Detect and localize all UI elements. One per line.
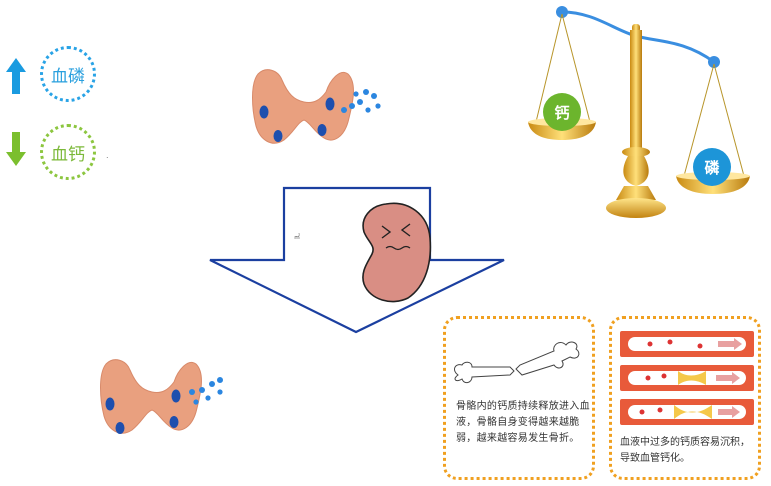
phosphorus-weight: 磷 — [693, 148, 731, 186]
phosphorus-weight-label: 磷 — [704, 158, 720, 177]
parathyroid-gland-bottom — [100, 359, 223, 434]
phosphorus-indicator: 血磷 — [40, 46, 96, 102]
arrow-down-icon — [6, 132, 26, 166]
kidney-icon — [362, 202, 432, 303]
vessel-info-text: 血液中过多的钙质容易沉积，导致血管钙化。 — [620, 437, 750, 464]
arrow-label: ㎡ — [294, 234, 301, 241]
phosphorus-label: 血磷 — [51, 66, 85, 87]
calcium-weight-label: 钙 — [554, 103, 570, 122]
fractured-bone-icon — [454, 341, 580, 384]
parathyroid-gland-top — [252, 69, 381, 144]
process-arrow — [209, 186, 505, 334]
bone-info-text: 骨骼内的钙质持续释放进入血液，骨骼自身变得越来越脆弱，越来越容易发生骨折。 — [456, 401, 590, 444]
trailing-mark: . — [106, 151, 109, 160]
blood-vessel-icon — [620, 331, 754, 425]
arrow-up-icon — [6, 58, 26, 94]
calcium-indicator: 血钙 — [40, 124, 96, 180]
calcium-label: 血钙 — [51, 144, 85, 165]
bone-info-box: 骨骼内的钙质持续释放进入血液，骨骼自身变得越来越脆弱，越来越容易发生骨折。 — [443, 316, 595, 480]
vessel-info-box: 血液中过多的钙质容易沉积，导致血管钙化。 — [609, 316, 761, 480]
calcium-weight: 钙 — [543, 93, 581, 131]
